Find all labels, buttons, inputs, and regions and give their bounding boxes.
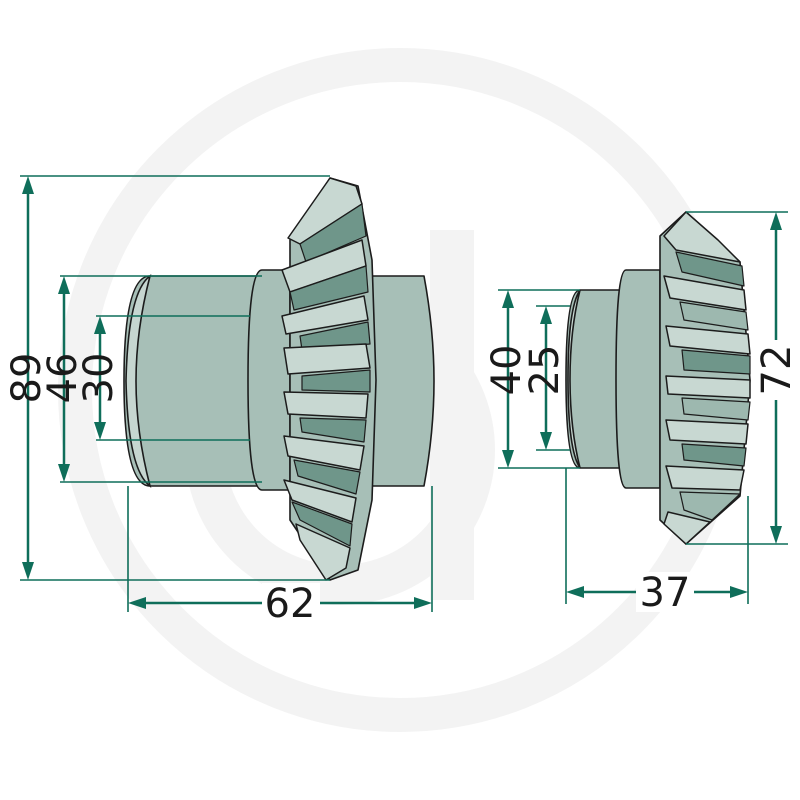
- large-bevel-gear: 89 46 30 62: [4, 175, 435, 627]
- dimension-label-62: 62: [265, 581, 316, 627]
- dimension-label-89: 89: [4, 353, 50, 404]
- large-gear-shaft: [359, 275, 435, 487]
- small-gear-teeth: [663, 211, 751, 545]
- large-gear-outer-diameter-dimension: 89: [4, 176, 50, 580]
- large-gear-teeth: [281, 177, 371, 581]
- large-gear-collar: [247, 269, 291, 491]
- large-gear-length-dimension: 62: [128, 581, 432, 627]
- dimension-label-72: 72: [754, 345, 800, 396]
- dimension-label-46: 46: [40, 353, 86, 404]
- small-bevel-gear: 40 25 72 37: [484, 211, 800, 616]
- dimension-label-40: 40: [484, 345, 530, 396]
- large-gear-hub-diameter-dimension: 46: [40, 276, 86, 482]
- large-gear-hub-highlight: [125, 274, 152, 488]
- dimension-label-37: 37: [640, 570, 691, 616]
- small-gear-outer-diameter-dimension: 72: [754, 212, 800, 544]
- large-gear-hub: [123, 275, 263, 487]
- small-gear-hub-diameter-dimension: 40: [484, 290, 530, 468]
- small-gear-length-dimension: 37: [566, 570, 748, 616]
- dimension-label-25: 25: [522, 345, 568, 396]
- large-gear-bore-diameter-dimension: 30: [76, 316, 122, 440]
- small-gear-collar: [615, 269, 661, 489]
- small-gear-bore-diameter-dimension: 25: [522, 306, 568, 450]
- dimension-label-30: 30: [76, 353, 122, 404]
